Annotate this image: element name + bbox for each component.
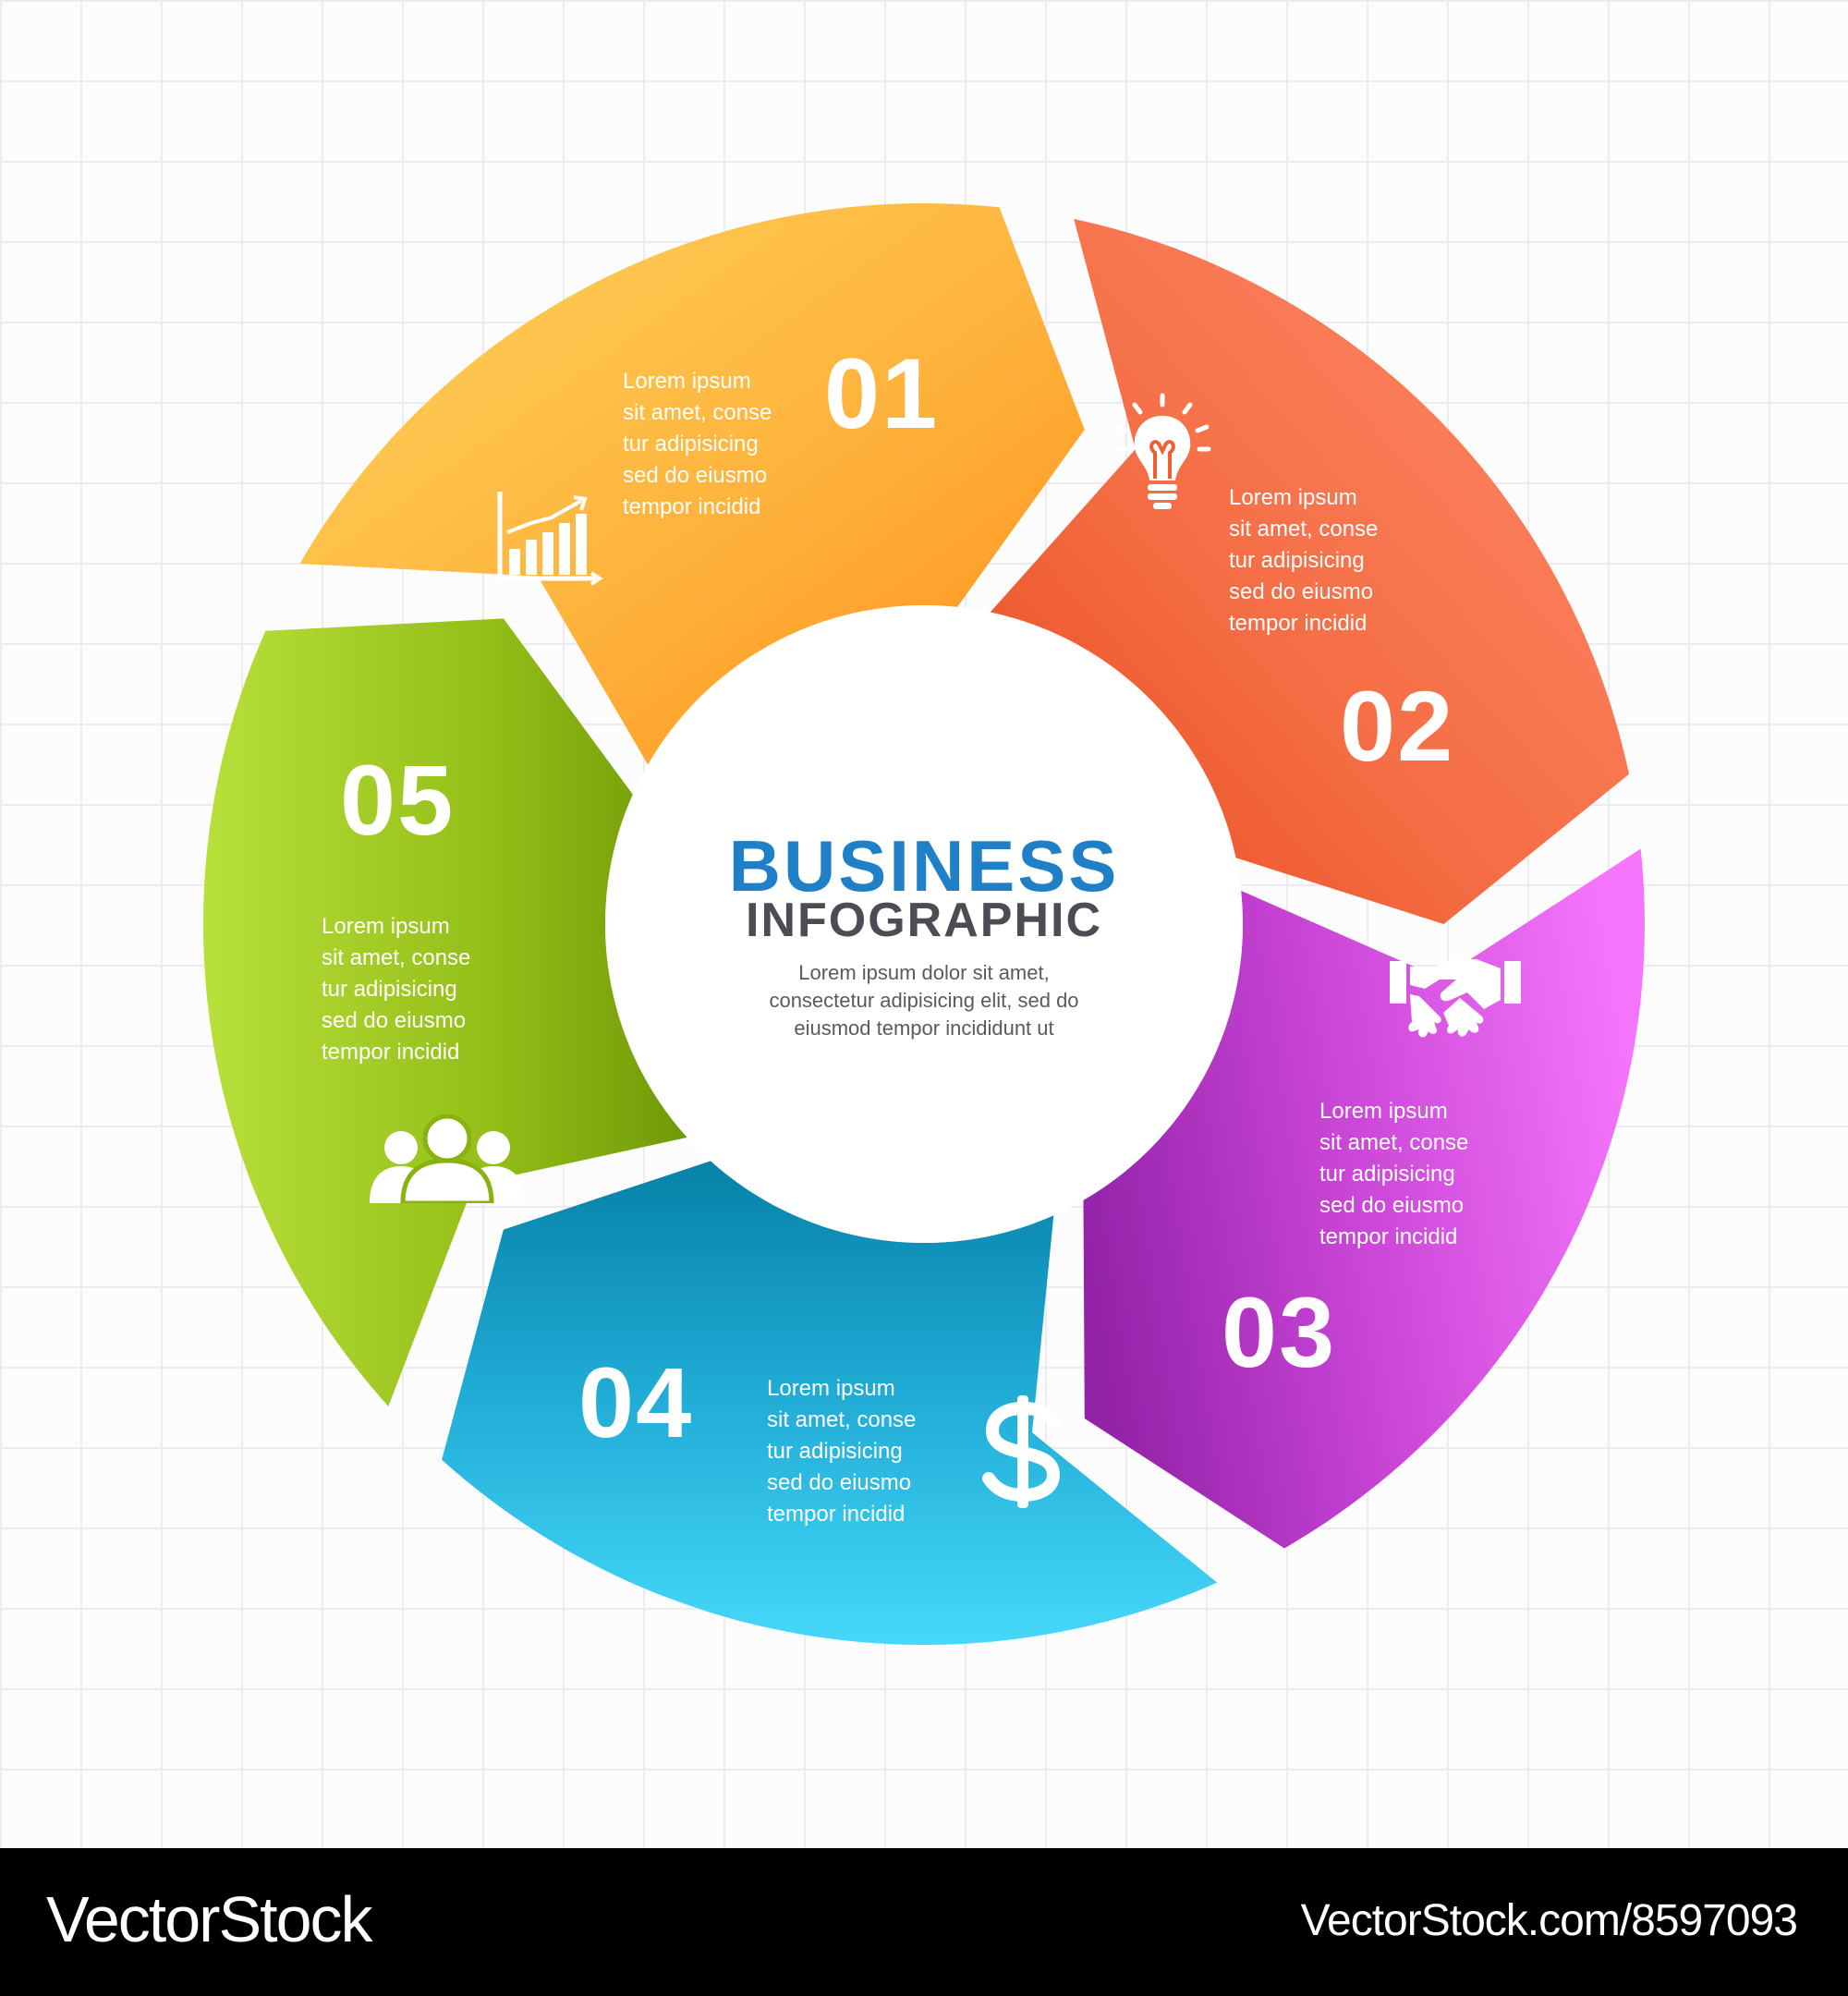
step-05-number: 05 bbox=[340, 744, 456, 856]
handshake-icon bbox=[1390, 959, 1521, 1038]
segment-01 bbox=[299, 203, 1085, 765]
dollar-icon bbox=[982, 1395, 1061, 1508]
step-04-number: 04 bbox=[578, 1346, 694, 1458]
brand-logo: VectorStock bbox=[46, 1883, 373, 1955]
segment-04 bbox=[442, 1161, 1218, 1646]
people-group-icon bbox=[370, 1114, 525, 1203]
center-circle bbox=[605, 605, 1243, 1243]
segment-05 bbox=[202, 618, 687, 1406]
infographic-description: Lorem ipsum dolor sit amet, consectetur … bbox=[769, 961, 1079, 1040]
step-01-number: 01 bbox=[824, 337, 940, 449]
watermark-footer: VectorStock VectorStock.com/8597093 bbox=[0, 1848, 1848, 1996]
segment-02 bbox=[990, 219, 1629, 924]
segment-03 bbox=[1083, 848, 1645, 1549]
image-id: VectorStock.com/8597093 bbox=[1300, 1896, 1798, 1945]
infographic-subtitle: INFOGRAPHIC bbox=[746, 894, 1102, 947]
step-02-number: 02 bbox=[1340, 670, 1455, 782]
lightbulb-icon bbox=[1113, 393, 1211, 509]
step-03-number: 03 bbox=[1222, 1276, 1337, 1388]
bar-chart-icon bbox=[497, 492, 603, 586]
infographic-title: BUSINESS bbox=[728, 825, 1120, 907]
cycle-diagram bbox=[202, 203, 1645, 1646]
